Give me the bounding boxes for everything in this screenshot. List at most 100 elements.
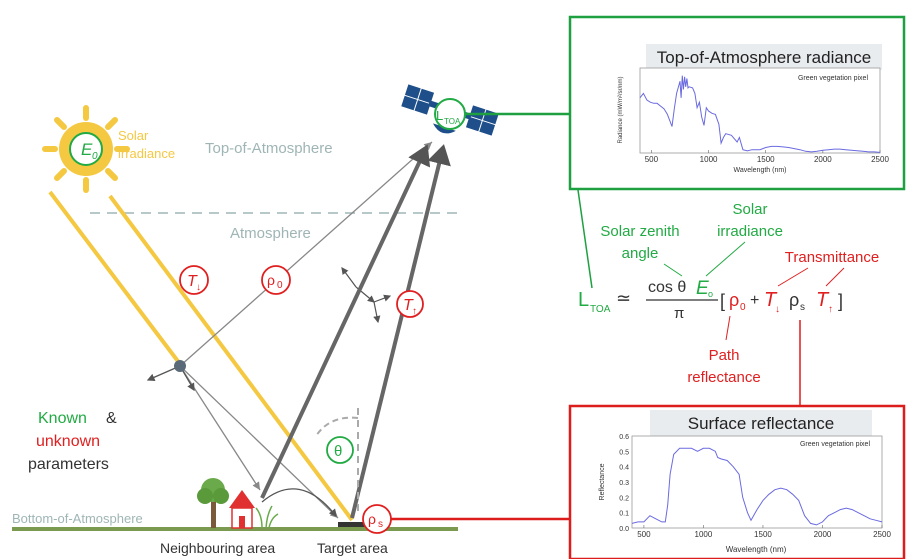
eq-denominator: π [674,305,684,322]
target-area-label: Target area [317,540,388,556]
path-scatter-to-neighbour [179,365,261,491]
t-up-symbol: T [403,297,414,314]
surface-reflectance-yticks: 0.00.10.20.30.40.50.6 [619,434,629,533]
eq-open-bracket: [ [720,291,725,311]
eq-lhs: L [578,289,589,311]
connector-green-equation [577,189,593,289]
eq-rho0: ρ [729,290,739,310]
y-tick-label: 0.2 [619,495,629,502]
target-area-patch [338,522,372,527]
x-tick-label: 2000 [814,155,832,164]
eq-pointer-irradiance [705,241,746,277]
known-label: Known [38,410,87,427]
eq-pointer-t-up [825,267,845,287]
surface-reflectance-plot-area [631,435,883,529]
surface-reflectance-xlabel: Wavelength (nm) [726,545,787,554]
toa-radiance-title: Top-of-Atmosphere radiance [657,48,872,67]
y-tick-label: 0.3 [619,480,629,487]
x-tick-label: 1000 [695,530,713,539]
eq-label-zenith-2: angle [622,245,659,262]
path-neighbour-to-satellite [260,144,431,499]
eq-approx: ≃ [616,288,631,308]
eq-pointer-path [725,315,731,341]
eq-numerator-e-sub: o [708,289,713,299]
eq-t-down-arrow: ↓ [775,304,780,315]
satellite-icon [400,83,500,137]
x-tick-label: 1500 [754,530,772,539]
x-tick-label: 2500 [873,530,891,539]
surface-reflectance-annotation: Green vegetation pixel [800,441,870,448]
eq-rho0-sub: 0 [740,302,746,313]
path-adjacency-effect [261,488,337,518]
path-scatter-to-satellite [179,141,433,367]
t-down-symbol: T [187,273,198,290]
grass-icon [255,505,279,529]
surface-reflectance-panel: Surface reflectance Green vegetation pix… [568,404,906,559]
satellite-l-symbol: L [436,108,443,123]
eq-rhos-sub: s [800,302,805,313]
sun-e0-symbol: E [81,140,93,159]
eq-t-down: T [764,289,778,311]
rhos-sub: s [378,519,383,530]
x-tick-label: 1500 [757,155,775,164]
surface-reflectance-ylabel: Reflectance [599,463,606,500]
x-tick-label: 1000 [700,155,718,164]
sun-label-solar: Solar [118,128,149,143]
surface-reflectance-title: Surface reflectance [688,414,834,433]
sun-e0-sub: 0 [92,151,98,162]
y-tick-label: 0.1 [619,511,629,518]
eq-pointer-t-down [777,267,809,287]
y-tick-label: 0.6 [619,434,629,441]
theta-symbol: θ [334,443,342,460]
t-up-arrow: ↑ [412,306,417,317]
eq-t-up: T [816,289,830,311]
neighbouring-area-label: Neighbouring area [160,540,275,556]
t-up-circle [396,290,424,318]
eq-numerator-cos: cos θ [648,279,686,296]
toa-radiance-panel: Top-of-Atmosphere radiance Green vegetat… [568,15,906,191]
parameters-label: parameters [28,456,109,473]
atmosphere-label: Atmosphere [230,225,311,242]
surface-reflectance-series-line [631,447,883,526]
surface-reflectance-title-bg [650,410,872,436]
scatter-arrow-d [373,301,381,324]
toa-radiance-ylabel: Radiance (mW/m²/sr/nm) [618,76,624,143]
theta-circle [326,436,354,464]
rho0-sub: 0 [277,280,283,291]
eq-label-irradiance-1: Solar [732,201,767,218]
toa-label: Top-of-Atmosphere [205,140,333,157]
y-tick-label: 0.0 [619,526,629,533]
satellite-l-sub: TOA [444,117,461,126]
sun-icon [42,105,130,193]
toa-radiance-series-line [639,75,881,153]
rho0-symbol: ρ [267,272,275,288]
eq-pointer-zenith [663,263,683,277]
toa-radiance-title-bg [646,44,882,70]
equation: L TOA ≃ cos θ E o π [ ρ 0 + T ↓ ρ s T ↑ … [578,201,879,386]
tree-icon [197,478,229,528]
x-tick-label: 500 [637,530,651,539]
eq-numerator-e: E [696,278,709,299]
t-down-arrow: ↓ [196,282,201,293]
eq-t-up-arrow: ↑ [828,304,833,315]
scatter-arrow-a [341,267,357,288]
boa-label: Bottom-of-Atmosphere [12,511,143,526]
toa-radiance-xlabel: Wavelength (nm) [733,167,786,174]
scatter-arrow-c [373,294,392,303]
y-tick-label: 0.4 [619,465,629,472]
unknown-label: unknown [36,433,100,450]
ampersand-label: & [106,410,117,427]
eq-label-path-2: reflectance [687,369,760,386]
t-down-circle [179,265,209,295]
solar-ray-diffuse [48,190,182,366]
eq-rhos: ρ [789,290,799,310]
scattering-particle [174,360,186,372]
toa-radiance-annotation: Green vegetation pixel [798,75,868,82]
theta-arc [315,416,359,437]
x-tick-label: 500 [645,155,659,164]
x-tick-label: 2500 [871,155,889,164]
rho0-circle [261,265,291,295]
path-target-to-satellite [350,144,451,519]
